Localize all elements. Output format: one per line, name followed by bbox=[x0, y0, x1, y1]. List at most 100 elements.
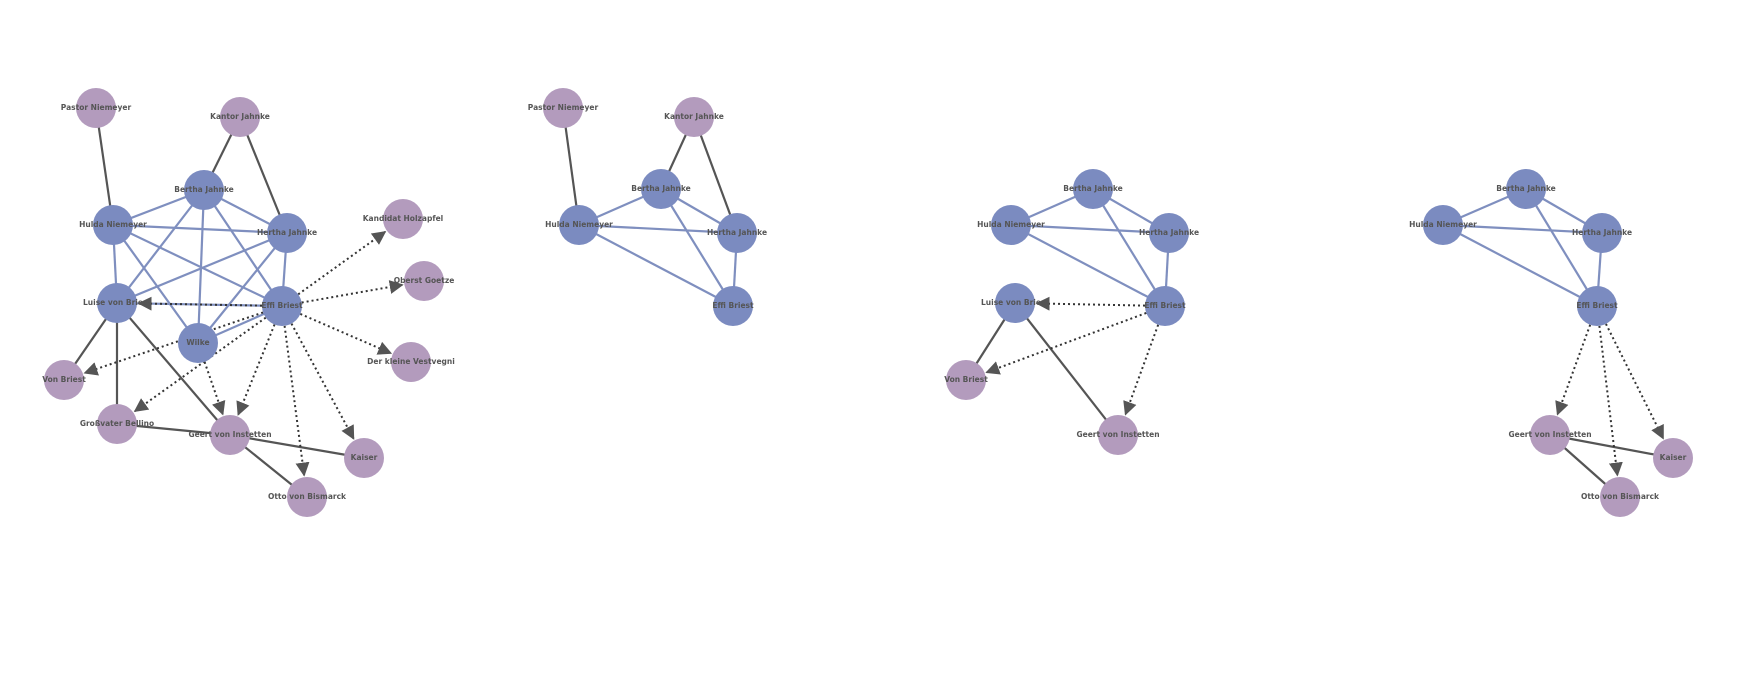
edge-effi-vonbriest bbox=[83, 311, 264, 376]
node-goetze: Oberst Goetze bbox=[394, 261, 454, 301]
node-circle bbox=[1098, 415, 1138, 455]
node-label: Kaiser bbox=[1660, 453, 1687, 462]
node-hertha: Hertha Jahnke bbox=[1139, 213, 1199, 253]
node-geert: Geert von Instetten bbox=[1508, 415, 1592, 455]
edge-effi-kaiser bbox=[1605, 323, 1665, 440]
edge-bertha-effi bbox=[1525, 188, 1598, 307]
node-circle bbox=[220, 97, 260, 137]
node-circle bbox=[1506, 169, 1546, 209]
node-circle bbox=[674, 97, 714, 137]
node-vonbriest: Von Briest bbox=[42, 360, 86, 400]
edge-hulda-wilke bbox=[112, 224, 199, 344]
node-circle bbox=[97, 404, 137, 444]
node-bertha: Bertha Jahnke bbox=[1496, 169, 1556, 209]
node-hertha: Hertha Jahnke bbox=[1572, 213, 1632, 253]
edge-wilke-geert bbox=[203, 361, 226, 416]
node-bellino: Großvater Bellino bbox=[80, 404, 154, 444]
node-kaiser: Kaiser bbox=[344, 438, 384, 478]
node-circle bbox=[383, 199, 423, 239]
edge-geert-kaiser bbox=[229, 433, 365, 460]
edge-bertha-effi bbox=[660, 188, 734, 307]
edge-effi-kaiser bbox=[290, 323, 355, 440]
node-label: Effi Briest bbox=[712, 301, 754, 310]
node-circle bbox=[946, 360, 986, 400]
edge-effi-vestvegni bbox=[299, 313, 393, 355]
edge-effi-bellino bbox=[133, 316, 267, 413]
node-geert: Geert von Instetten bbox=[1076, 415, 1160, 455]
edge-hulda-hertha bbox=[1442, 223, 1603, 235]
node-luise: Luise von Briest bbox=[83, 283, 151, 323]
node-circle bbox=[543, 88, 583, 128]
node-bertha: Bertha Jahnke bbox=[1063, 169, 1123, 209]
node-circle bbox=[995, 283, 1035, 323]
node-circle bbox=[344, 438, 384, 478]
edge-effi-luise bbox=[1035, 296, 1146, 311]
node-label: Hulda Niemeyer bbox=[79, 220, 147, 229]
node-bertha: Bertha Jahnke bbox=[174, 170, 234, 210]
edge-luise-geert bbox=[116, 302, 231, 436]
node-circle bbox=[713, 286, 753, 326]
node-label: Hulda Niemeyer bbox=[1409, 220, 1477, 229]
edge-bertha-effi bbox=[203, 189, 283, 307]
node-circle bbox=[404, 261, 444, 301]
node-kaiser: Kaiser bbox=[1653, 438, 1693, 478]
edge-hertha-luise bbox=[116, 231, 288, 305]
node-label: Hulda Niemeyer bbox=[545, 220, 613, 229]
node-label: Bertha Jahnke bbox=[174, 185, 234, 194]
node-label: Großvater Bellino bbox=[80, 419, 154, 428]
edge-effi-geert bbox=[1123, 324, 1160, 416]
node-label: Von Briest bbox=[944, 375, 988, 384]
node-label: Kantor Jahnke bbox=[210, 112, 270, 121]
node-pastor: Pastor Niemeyer bbox=[528, 88, 599, 128]
node-kantor: Kantor Jahnke bbox=[664, 97, 724, 137]
node-circle bbox=[991, 205, 1031, 245]
node-circle bbox=[97, 283, 137, 323]
node-label: Luise von Briest bbox=[83, 298, 151, 307]
node-hertha: Hertha Jahnke bbox=[707, 213, 767, 253]
node-circle bbox=[1530, 415, 1570, 455]
edge-effi-luise bbox=[137, 296, 263, 311]
node-circle bbox=[1145, 286, 1185, 326]
edge-effi-geert bbox=[1555, 324, 1592, 416]
node-effi: Effi Briest bbox=[1576, 286, 1618, 326]
node-circle bbox=[1073, 169, 1113, 209]
node-circle bbox=[1600, 477, 1640, 517]
node-effi: Effi Briest bbox=[261, 286, 303, 326]
node-circle bbox=[559, 205, 599, 245]
edge-effi-geert bbox=[236, 324, 276, 416]
edge-bertha-effi bbox=[1092, 188, 1166, 307]
node-label: Bertha Jahnke bbox=[1496, 184, 1556, 193]
node-geert: Geert von Instetten bbox=[188, 415, 272, 455]
edge-hulda-hertha bbox=[112, 223, 288, 235]
node-label: Hertha Jahnke bbox=[1139, 228, 1199, 237]
node-label: Otto von Bismarck bbox=[1581, 492, 1660, 501]
node-label: Pastor Niemeyer bbox=[61, 103, 132, 112]
node-hulda: Hulda Niemeyer bbox=[1409, 205, 1477, 245]
node-label: Effi Briest bbox=[261, 301, 303, 310]
node-luise: Luise von Briest bbox=[981, 283, 1049, 323]
edge-effi-vonbriest bbox=[985, 312, 1147, 375]
node-label: Geert von Instetten bbox=[188, 430, 271, 439]
node-vestvegni: Der kleine Vestvegni bbox=[367, 342, 455, 382]
node-hulda: Hulda Niemeyer bbox=[79, 205, 147, 245]
node-label: Effi Briest bbox=[1144, 301, 1186, 310]
edge-hulda-effi bbox=[1010, 224, 1166, 307]
node-circle bbox=[76, 88, 116, 128]
node-label: Geert von Instetten bbox=[1508, 430, 1591, 439]
edge-kantor-hertha bbox=[238, 116, 289, 234]
node-circle bbox=[391, 342, 431, 382]
node-circle bbox=[287, 477, 327, 517]
edge-hulda-effi bbox=[578, 224, 734, 307]
node-label: Hertha Jahnke bbox=[1572, 228, 1632, 237]
node-kantor: Kantor Jahnke bbox=[210, 97, 270, 137]
node-circle bbox=[1149, 213, 1189, 253]
node-label: Pastor Niemeyer bbox=[528, 103, 599, 112]
node-circle bbox=[641, 169, 681, 209]
node-label: Von Briest bbox=[42, 375, 86, 384]
node-wilke: Wilke bbox=[178, 323, 218, 363]
node-label: Otto von Bismarck bbox=[268, 492, 347, 501]
